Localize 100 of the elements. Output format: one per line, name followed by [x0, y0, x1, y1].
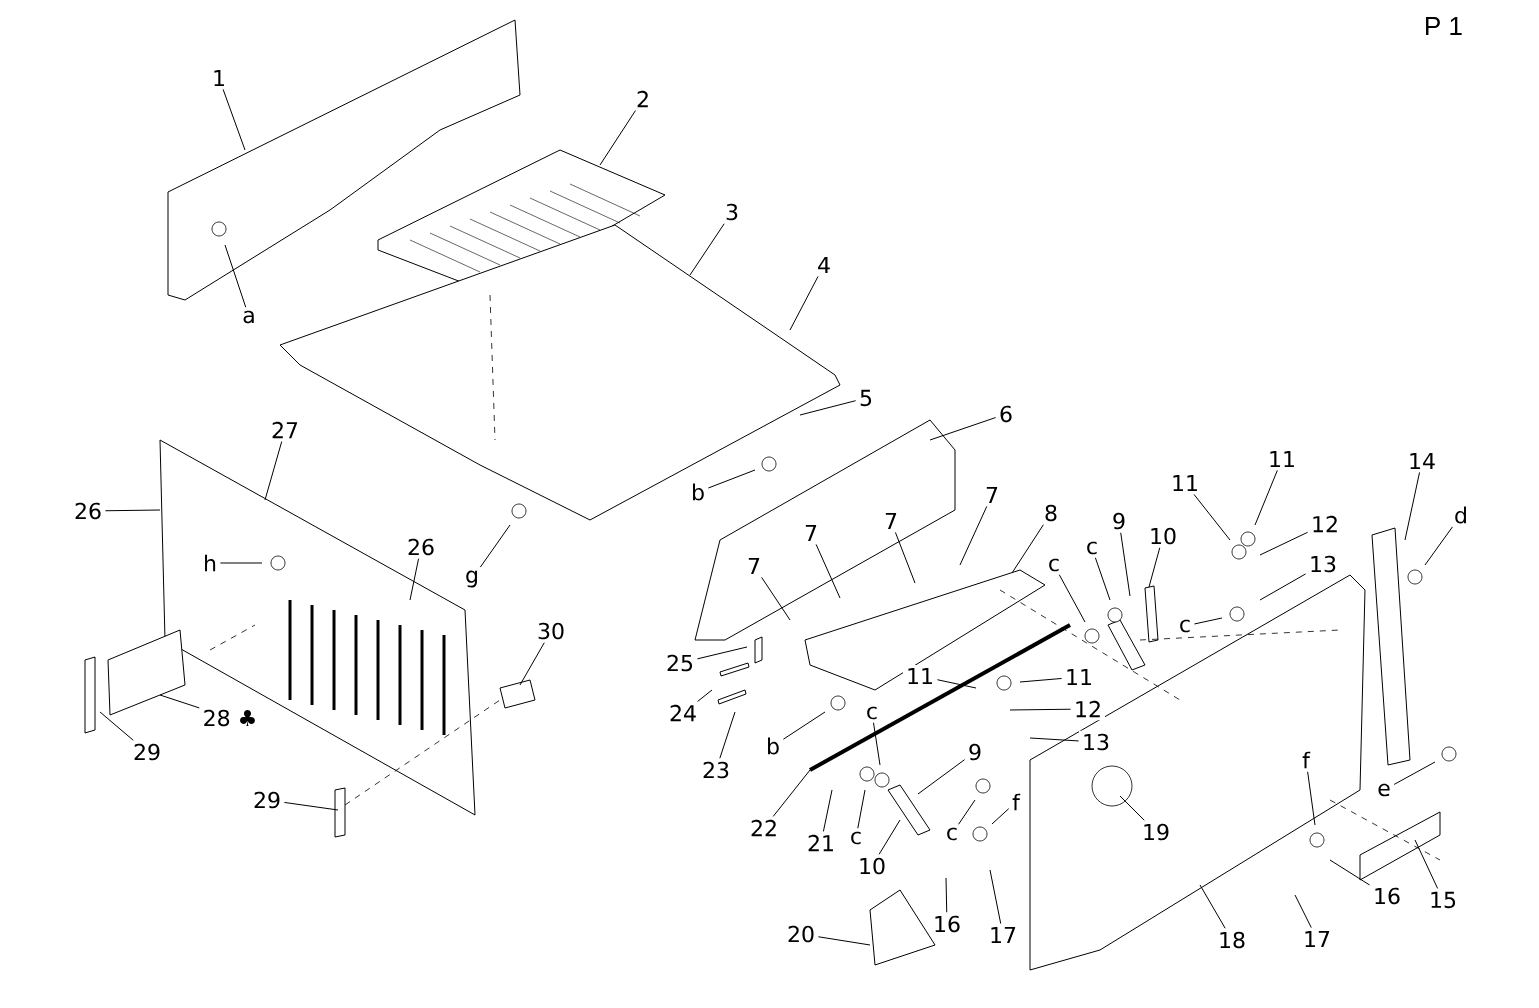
leader-line	[99, 711, 134, 741]
leader-line	[1199, 884, 1226, 929]
leader-line	[1259, 573, 1307, 601]
callout-label: 11	[903, 665, 937, 687]
callout-label: 11	[1168, 472, 1202, 494]
callout-label: 23	[699, 758, 733, 782]
callout-label: 4	[814, 254, 834, 277]
callout-label: 7	[744, 555, 764, 577]
callout-label: 20	[784, 922, 818, 946]
callout-label: c	[1082, 538, 1102, 558]
callout-label: 7	[881, 510, 901, 532]
callout-label: 11	[1265, 448, 1299, 470]
callout-label: 11	[1062, 666, 1096, 688]
callout-label: c	[1175, 616, 1195, 636]
leader-line	[917, 759, 966, 795]
callout-label: 9	[965, 740, 985, 764]
leader-line	[1329, 859, 1371, 886]
callout-label: 2	[633, 87, 653, 111]
leader-line	[1148, 547, 1161, 588]
callout-label: 1	[209, 67, 229, 90]
callout-label: 6	[996, 402, 1016, 426]
callout-label: h	[200, 551, 220, 575]
leader-line	[1029, 737, 1080, 742]
callout-label: 25	[663, 651, 697, 675]
leader-line	[409, 558, 420, 601]
callout-label: 10	[1146, 524, 1180, 548]
leader-line	[822, 789, 833, 832]
callout-label: 15	[1426, 888, 1460, 912]
leader-line	[894, 531, 916, 584]
leader-line	[219, 562, 263, 564]
leader-line	[1094, 557, 1111, 601]
leader-line	[1058, 574, 1086, 623]
leader-line	[1193, 617, 1223, 625]
leader-line	[222, 88, 246, 151]
leader-line	[283, 801, 339, 811]
leader-line	[817, 936, 871, 946]
leader-line	[991, 808, 1010, 825]
callout-label: 22	[747, 816, 781, 840]
callout-label: e	[1374, 780, 1394, 800]
callout-label: b	[763, 734, 783, 758]
page-number: P 1	[1426, 17, 1462, 35]
callout-label: 7	[982, 484, 1002, 506]
leader-line	[959, 505, 988, 566]
callout-label: 30	[534, 619, 568, 643]
callout-label: 16	[1370, 884, 1404, 908]
callout-label: 13	[1306, 552, 1340, 576]
leader-line	[989, 869, 1002, 925]
callout-label: 21	[804, 831, 838, 855]
callout-label: 18	[1215, 928, 1249, 952]
leader-line	[1193, 493, 1231, 541]
leader-line	[815, 543, 841, 599]
leader-line	[696, 646, 748, 660]
callout-label: f	[1299, 748, 1313, 772]
callout-label: b	[688, 480, 708, 504]
leader-line	[1009, 708, 1072, 711]
callout-label: 19	[1139, 820, 1173, 844]
leader-line	[1259, 531, 1309, 556]
leader-line	[1404, 471, 1421, 541]
leader-line	[707, 469, 756, 489]
leader-line	[104, 509, 161, 512]
callout-label: 16	[930, 912, 964, 936]
leader-line	[159, 694, 200, 709]
leader-line	[789, 275, 819, 331]
callout-label: a	[239, 307, 259, 327]
leader-line	[1011, 524, 1044, 574]
leader-line	[1019, 677, 1063, 683]
leader-line	[1120, 532, 1131, 597]
leader-line	[958, 799, 976, 825]
leader-line	[878, 819, 901, 855]
callout-label: 13	[1079, 730, 1113, 754]
callout-label: 17	[986, 924, 1020, 946]
leader-line	[224, 244, 247, 308]
leader-line	[1119, 795, 1145, 821]
callout-label: 14	[1405, 450, 1439, 472]
callout-label: 27	[268, 418, 302, 442]
leader-line	[761, 576, 791, 621]
leader-line	[599, 110, 636, 166]
callout-label: c	[846, 828, 866, 848]
callout-label: 3	[722, 200, 742, 224]
callout-label: 28 ♣	[199, 706, 261, 730]
callout-label: 12	[1308, 512, 1342, 536]
leader-line	[772, 769, 811, 817]
callout-label: 9	[1109, 509, 1129, 533]
callout-label: 29	[130, 740, 164, 764]
callout-label: d	[1451, 503, 1471, 527]
leader-line	[873, 722, 881, 766]
callout-label: 17	[1300, 928, 1334, 950]
leader-line	[1393, 761, 1436, 785]
leader-line	[697, 689, 713, 702]
leader-line	[1424, 526, 1453, 566]
leader-line	[479, 524, 511, 568]
leader-line	[857, 789, 866, 829]
callout-label: c	[942, 824, 962, 844]
leader-line	[929, 417, 997, 441]
leader-line	[782, 711, 826, 740]
leader-line	[1307, 771, 1316, 826]
leader-line	[799, 400, 857, 416]
callout-label: 26	[404, 535, 438, 559]
callout-label: 7	[801, 522, 821, 544]
leader-line	[689, 223, 725, 276]
